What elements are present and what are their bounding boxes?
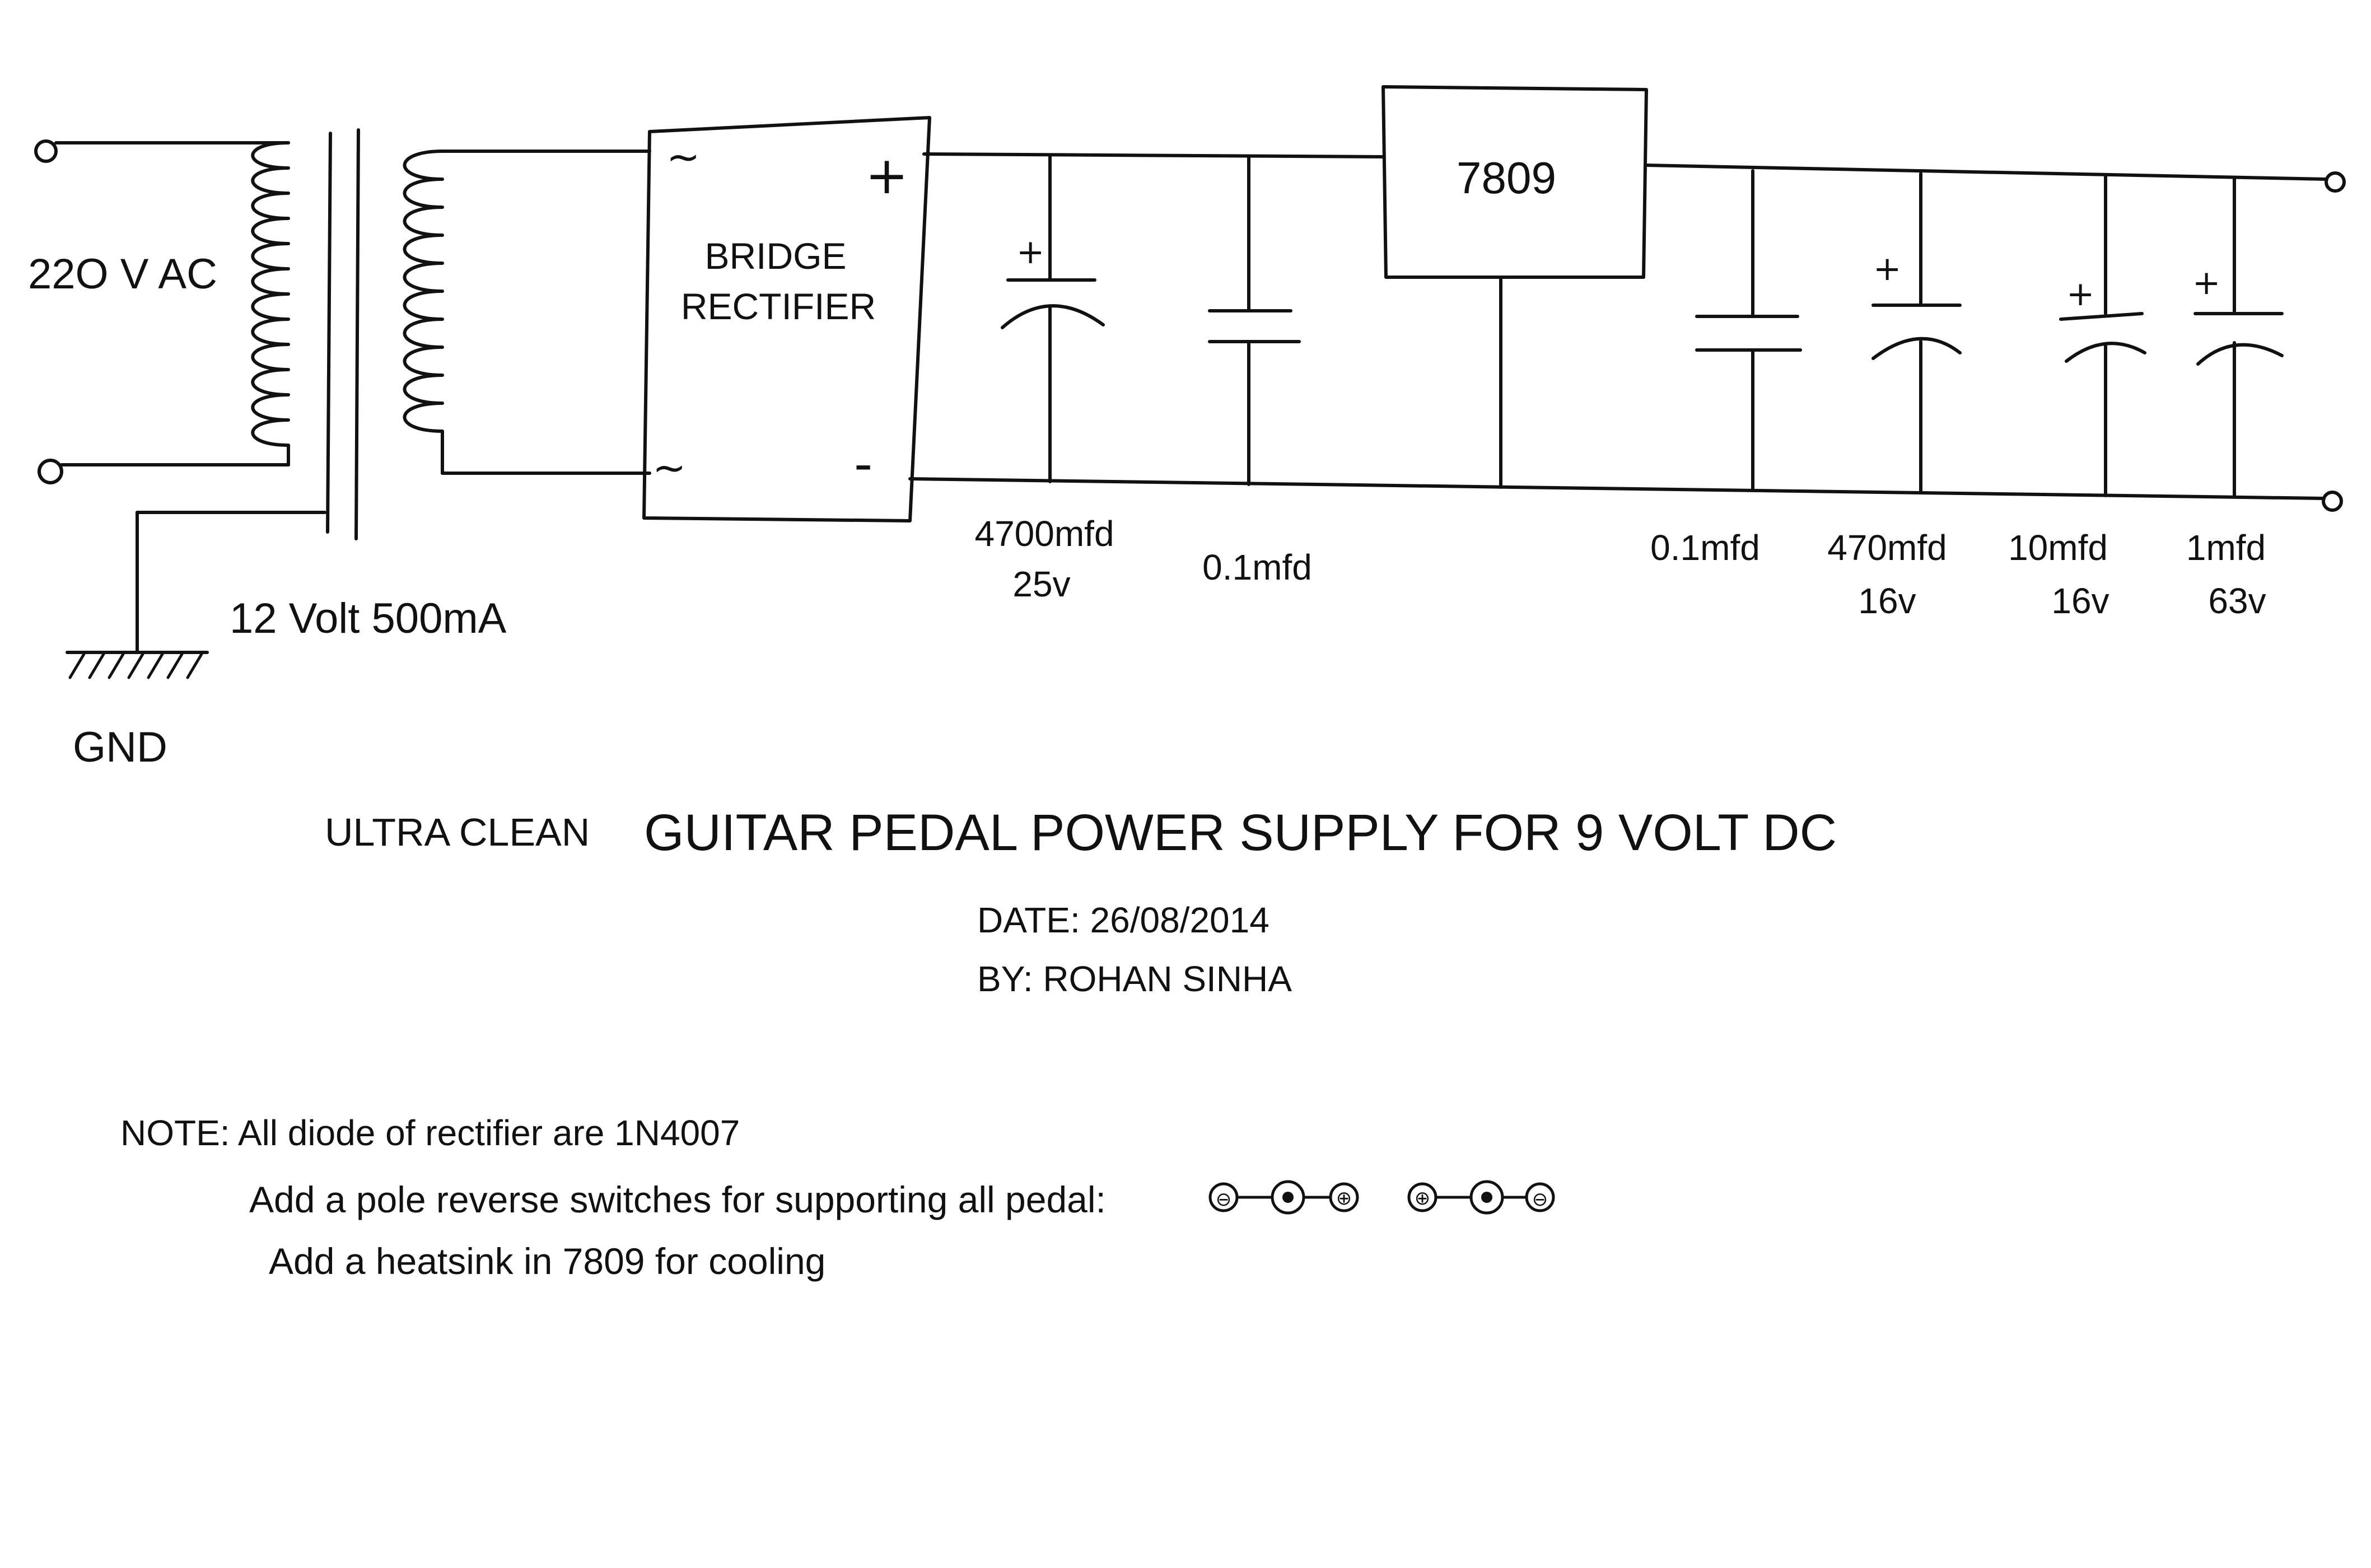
cap-label-voltage: 25v <box>1012 564 1070 604</box>
transformer-core-left <box>326 132 332 534</box>
cap-label-voltage: 63v <box>2208 581 2266 621</box>
primary-coil <box>251 141 290 466</box>
rectifier-plus: + <box>865 146 908 206</box>
input-terminal-top <box>34 139 58 163</box>
title-prefix: ULTRA CLEAN <box>325 810 590 854</box>
capacitor-1mfd: + <box>2192 176 2284 497</box>
svg-text:⊕: ⊕ <box>1336 1187 1352 1210</box>
plug-polarity-center-positive-icon: ⊖ ⊕ <box>1208 1180 1359 1215</box>
note-line-3: Add a heatsink in 7809 for cooling <box>269 1240 825 1282</box>
svg-text:⊖: ⊖ <box>1216 1188 1232 1211</box>
rectifier-ac-bottom: ~ <box>652 444 686 491</box>
rails <box>908 152 2346 512</box>
svg-text:⊕: ⊕ <box>1415 1187 1431 1210</box>
cap-label-voltage: 16v <box>1858 581 1916 621</box>
page-title: GUITAR PEDAL POWER SUPPLY FOR 9 VOLT DC <box>644 804 1837 861</box>
positive-rail-b <box>1645 164 2328 181</box>
transformer-core-right <box>354 128 360 540</box>
capacitor-10mfd: + <box>2059 175 2146 497</box>
capacitor-470mfd: + <box>1871 172 1962 494</box>
output-terminal-negative <box>2322 491 2343 512</box>
capacitor-0-1mfd-input <box>1208 155 1301 486</box>
capacitor-polarity: + <box>1873 249 1901 288</box>
input-terminal-bottom <box>38 459 63 484</box>
rectifier-label-line1: BRIDGE <box>704 235 846 277</box>
capacitor-polarity: + <box>1016 232 1044 272</box>
transformer <box>251 128 444 540</box>
capacitor-labels: 4700mfd 25v 0.1mfd 0.1mfd 470mfd 16v 10m… <box>974 514 2266 621</box>
output-terminal-positive <box>2325 171 2346 193</box>
cap-label-value: 4700mfd <box>974 514 1114 554</box>
primary-input <box>34 139 290 484</box>
primary-voltage-label: 22O V AC <box>28 250 217 298</box>
regulator-7809: 7809 <box>1381 85 1648 489</box>
positive-rail-a <box>922 152 1385 158</box>
date-label: DATE: 26/08/2014 <box>977 900 1269 940</box>
cap-label-value: 1mfd <box>2186 528 2266 568</box>
secondary-coil <box>403 150 444 475</box>
note-line-2: Add a pole reverse switches for supporti… <box>249 1179 1106 1220</box>
regulator-box <box>1381 85 1648 279</box>
regulator-label: 7809 <box>1457 153 1556 203</box>
capacitor-polarity: + <box>2192 263 2220 302</box>
rectifier-box <box>642 116 931 522</box>
rectifier-ac-top: ~ <box>666 133 700 180</box>
capacitor-polarity: + <box>2066 274 2094 314</box>
rectifier-label-line2: RECTIFIER <box>681 286 876 327</box>
svg-text:⊖: ⊖ <box>1532 1188 1548 1211</box>
rectifier-minus: - <box>854 434 872 494</box>
cap-label-value: 0.1mfd <box>1202 547 1312 587</box>
cap-label-voltage: 16v <box>2051 581 2109 621</box>
cap-label-value: 10mfd <box>2008 528 2108 568</box>
capacitor-0-1mfd-output <box>1695 169 1802 492</box>
bridge-rectifier: ~ ~ + - BRIDGE RECTIFIER <box>642 116 931 522</box>
cap-label-value: 470mfd <box>1827 528 1947 568</box>
secondary-rating-label: 12 Volt 500mA <box>230 595 507 642</box>
capacitor-4700mfd: + <box>1001 154 1105 483</box>
plug-polarity-center-negative-icon: ⊕ ⊖ <box>1407 1180 1555 1215</box>
ground-label: GND <box>73 724 167 771</box>
note-line-1: NOTE: All diode of rectifier are 1N4007 <box>120 1113 740 1153</box>
ground-rail <box>908 477 2326 500</box>
cap-label-value: 0.1mfd <box>1650 528 1760 568</box>
ground-symbol <box>66 511 326 679</box>
author-label: BY: ROHAN SINHA <box>977 959 1292 999</box>
